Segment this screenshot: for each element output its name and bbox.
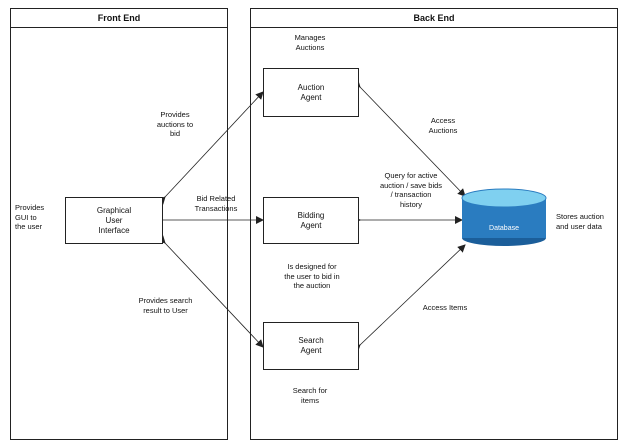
front-end-title: Front End: [11, 9, 227, 28]
bidding-agent-node: Bidding Agent: [263, 197, 359, 244]
label-search-items: Search for items: [292, 386, 328, 405]
label-access-items: Access Items: [422, 303, 468, 312]
database-cylinder-icon: [461, 188, 547, 246]
label-query-active: Query for active auction / save bids / t…: [379, 171, 443, 209]
label-bid-related: Bid Related Transactions: [194, 194, 238, 213]
label-manages-auctions: Manages Auctions: [294, 33, 326, 52]
edge-auction-db: [352, 79, 466, 197]
label-stores-data: Stores auction and user data: [556, 212, 604, 231]
label-access-auctions: Access Auctions: [428, 116, 458, 135]
edge-search-db: [352, 244, 466, 353]
back-end-title: Back End: [251, 9, 617, 28]
label-provides-search: Provides search result to User: [138, 296, 193, 315]
gui-node: Graphical User Interface: [65, 197, 163, 244]
database-label: Database: [489, 225, 519, 232]
label-provides-gui: Provides GUI to the user: [15, 203, 45, 231]
label-designed-for: Is designed for the user to bid in the a…: [284, 262, 340, 290]
search-agent-node: Search Agent: [263, 322, 359, 370]
edge-gui-search: [157, 235, 264, 348]
edge-gui-auction: [157, 91, 264, 205]
auction-agent-node: Auction Agent: [263, 68, 359, 117]
label-provides-auctions: Provides auctions to bid: [156, 110, 194, 138]
